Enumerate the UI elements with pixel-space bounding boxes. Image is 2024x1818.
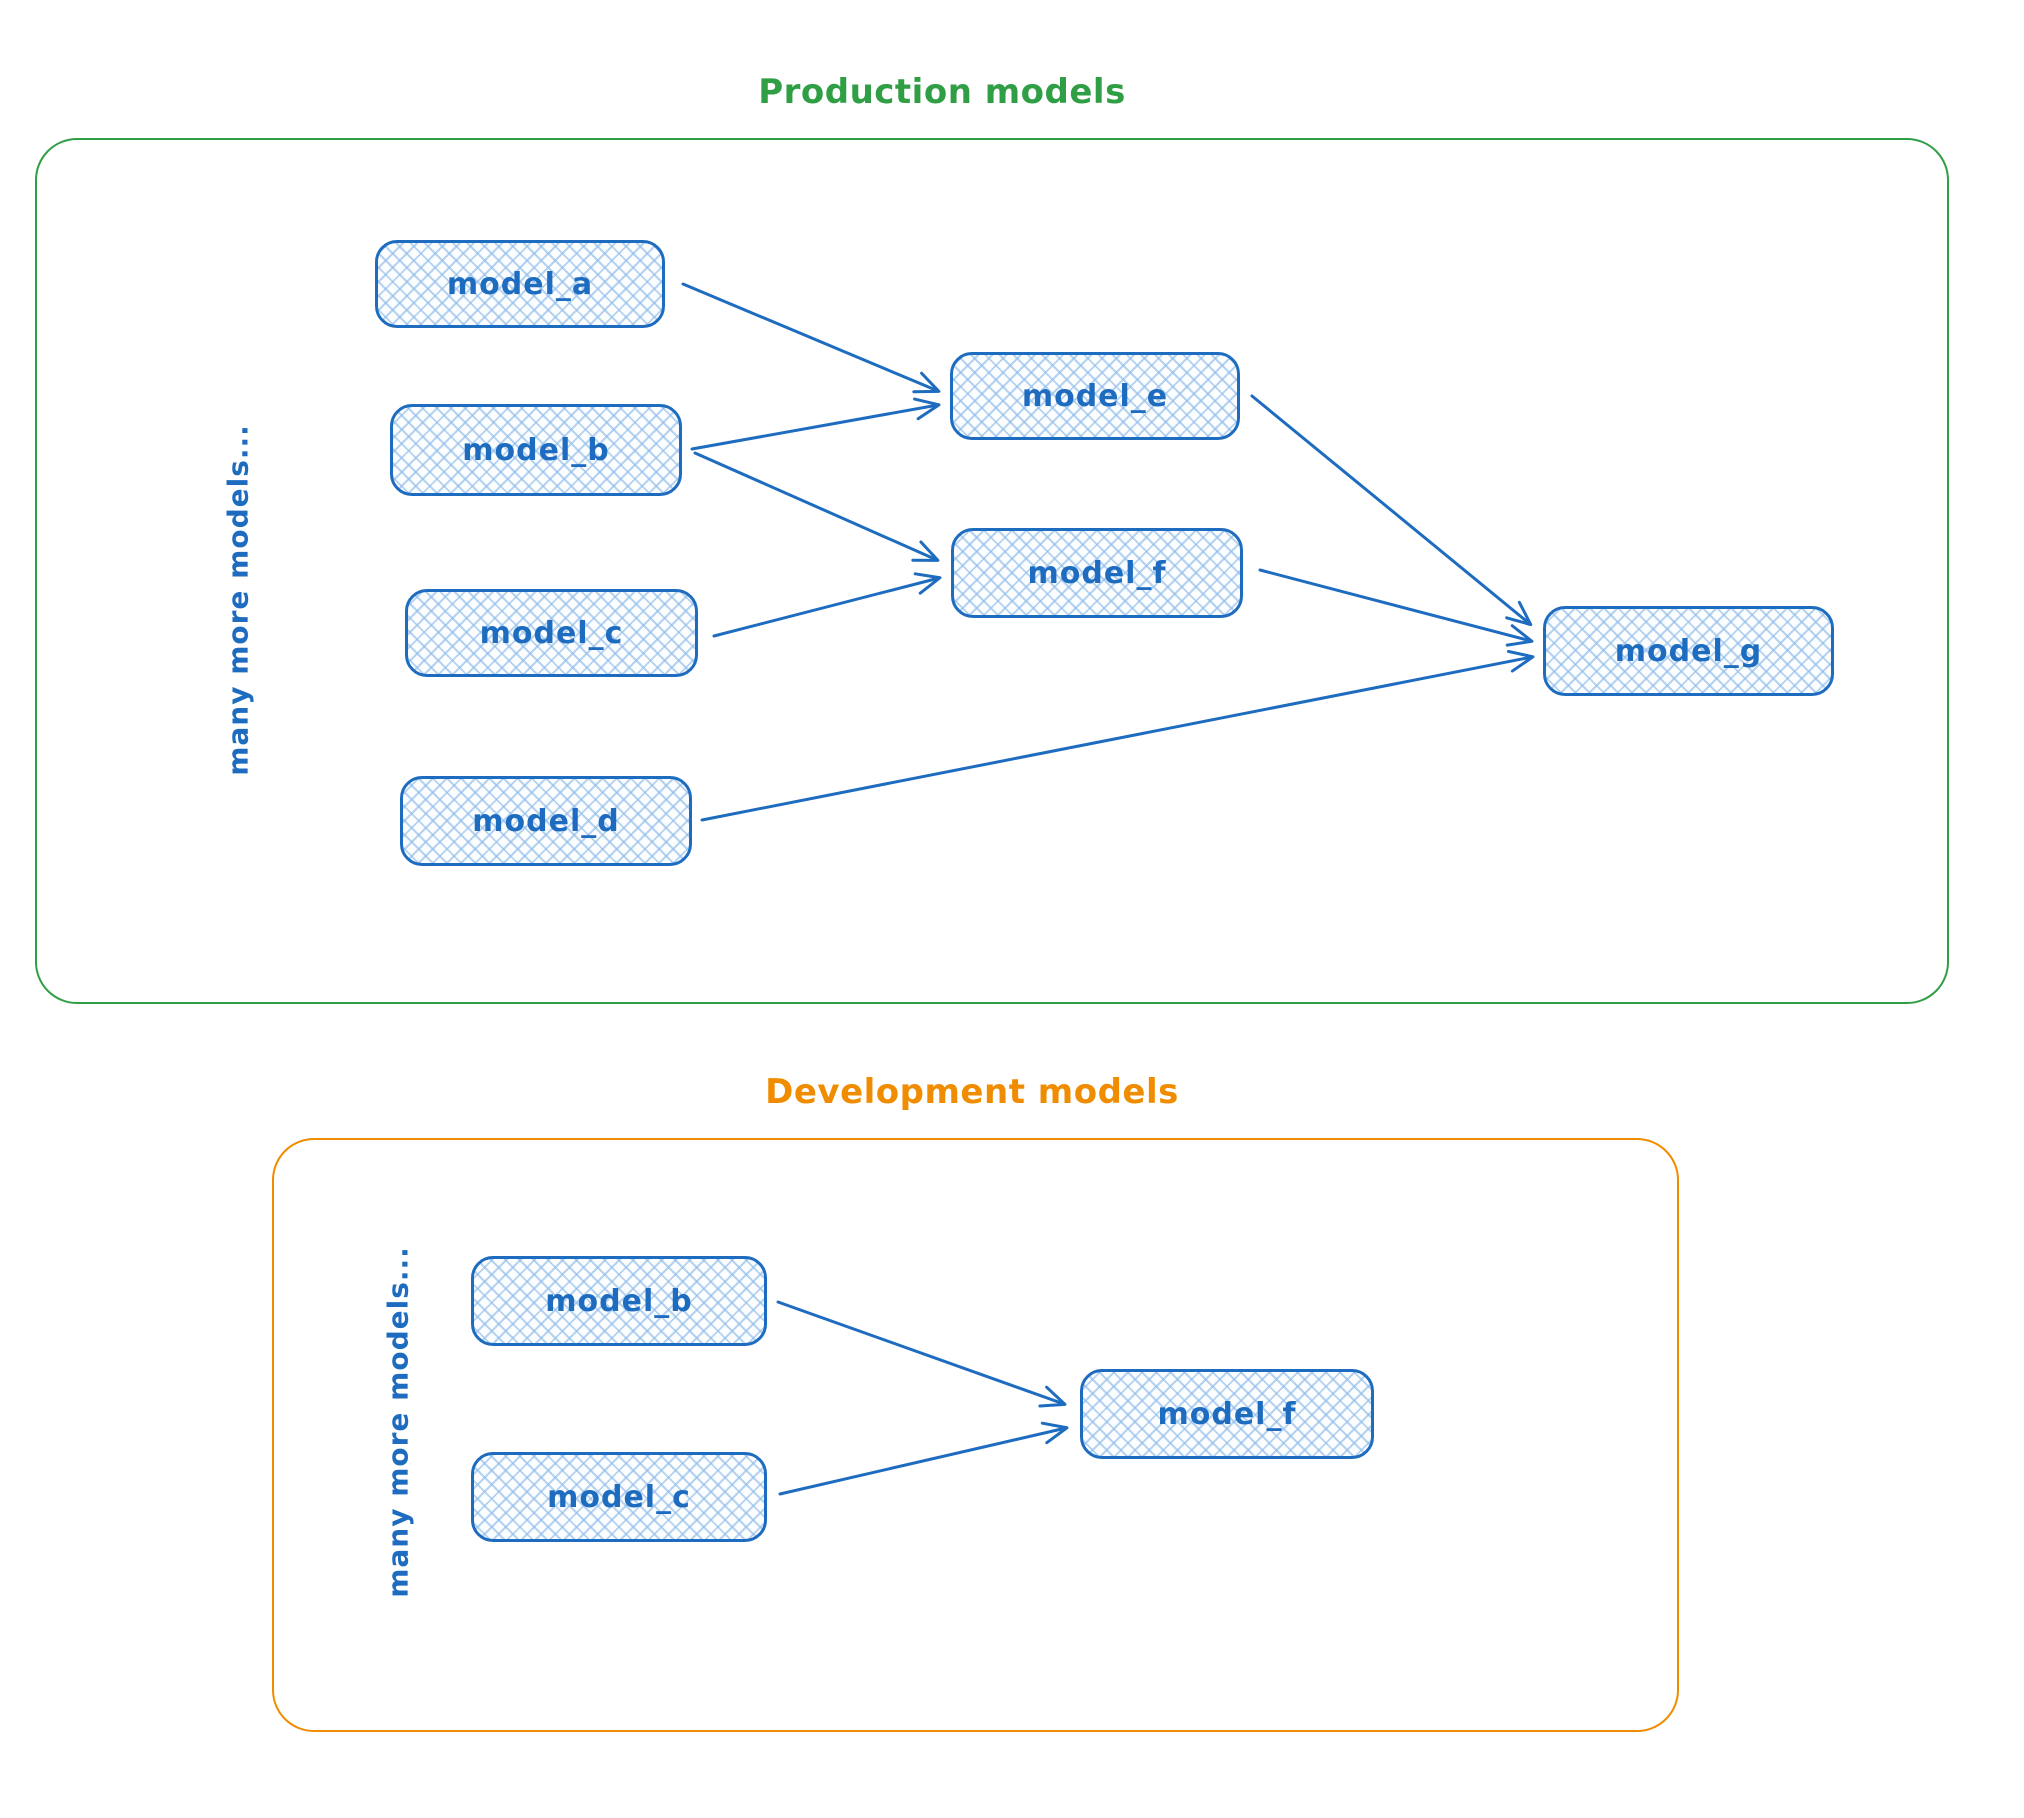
node-label: model_a — [446, 266, 594, 302]
node-label: model_e — [1021, 378, 1169, 414]
node-label: model_d — [472, 803, 620, 839]
node-label: model_f — [1157, 1396, 1297, 1432]
node-development-model_c: model_c — [471, 1452, 767, 1542]
node-label: model_b — [545, 1283, 693, 1319]
node-label: model_c — [479, 615, 624, 651]
node-production-model_b: model_b — [390, 404, 682, 496]
development-side-label: many more models... — [381, 1246, 415, 1598]
development-section-title: Development models — [765, 1072, 1179, 1112]
node-label: model_c — [547, 1479, 691, 1515]
node-production-model_a: model_a — [375, 240, 665, 328]
node-label: model_g — [1614, 633, 1763, 669]
node-production-model_d: model_d — [400, 776, 692, 866]
node-development-model_f: model_f — [1080, 1369, 1374, 1459]
node-production-model_c: model_c — [405, 589, 698, 677]
node-production-model_e: model_e — [950, 352, 1240, 440]
node-label: model_f — [1027, 555, 1167, 591]
development-section-container — [272, 1138, 1679, 1732]
production-side-label: many more models... — [221, 424, 255, 776]
node-label: model_b — [462, 432, 610, 468]
production-section-title: Production models — [758, 72, 1126, 112]
node-production-model_f: model_f — [951, 528, 1243, 618]
node-production-model_g: model_g — [1543, 606, 1834, 696]
node-development-model_b: model_b — [471, 1256, 767, 1346]
production-section-container — [35, 138, 1949, 1004]
